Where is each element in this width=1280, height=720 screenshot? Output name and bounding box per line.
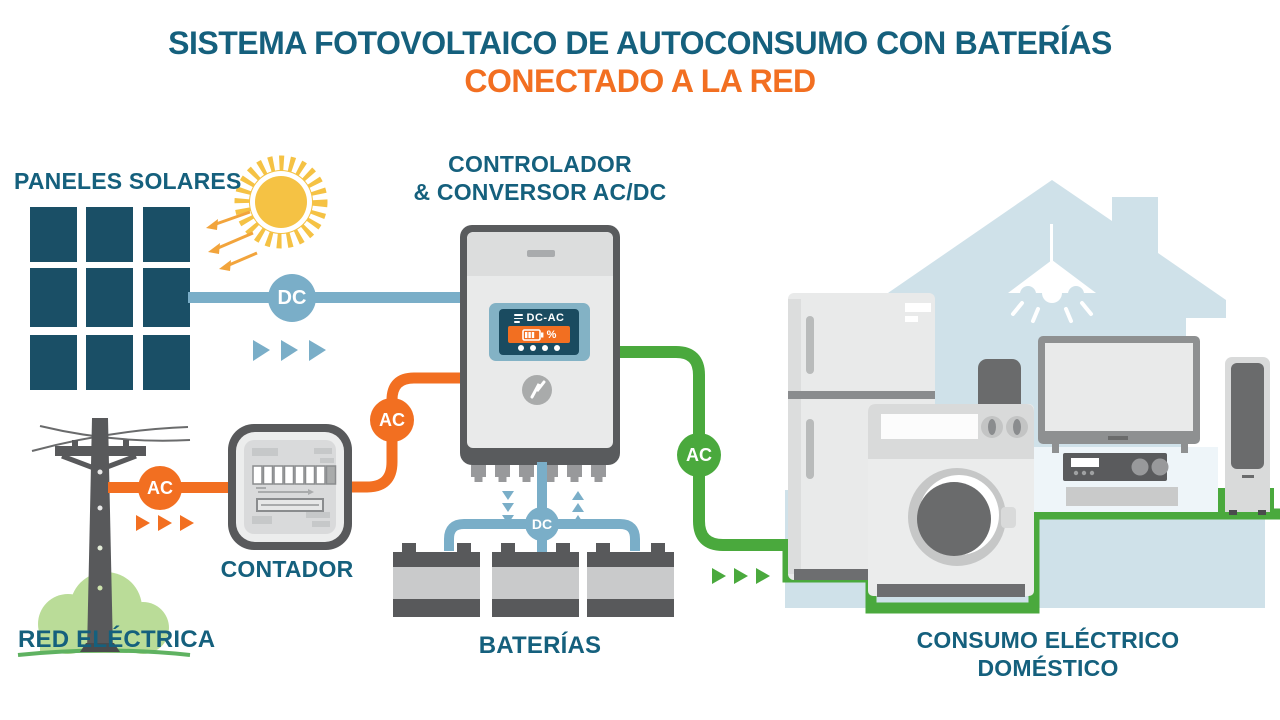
brand-logo-bolt — [522, 375, 552, 405]
battery-percent-text: % — [546, 328, 557, 341]
dc-badge-battery: DC — [525, 507, 559, 541]
label-consumption-line2: DOMÉSTICO — [977, 655, 1119, 681]
washing-machine — [868, 404, 1034, 597]
hamburger-icon — [513, 314, 523, 323]
controller-screen: DC-AC % — [499, 309, 579, 355]
meter-device — [228, 424, 352, 550]
ac-badge-grid: AC — [138, 466, 182, 510]
ac-badge-house: AC — [677, 433, 721, 477]
label-grid: RED ELÉCTRICA — [18, 626, 216, 653]
battery — [492, 543, 579, 617]
sun-icon — [206, 155, 328, 271]
solar-panel-array — [30, 207, 190, 390]
console-drawer — [1066, 487, 1178, 506]
label-meter: CONTADOR — [220, 556, 354, 582]
flow-arrows-orange — [136, 515, 194, 531]
label-batteries: BATERÍAS — [478, 632, 602, 659]
charge-discharge-arrows — [502, 491, 584, 524]
main-title-regular: SISTEMA FOTOVOLTAICO DE AUTOCONSUMO CON — [168, 25, 946, 61]
battery-bank — [393, 543, 674, 617]
battery — [587, 543, 674, 617]
flow-arrows-blue — [253, 340, 326, 361]
controller-terminals — [471, 465, 606, 482]
power-pole-icon — [31, 418, 191, 652]
battery — [393, 543, 480, 617]
pendant-lamp-icon — [1008, 224, 1096, 323]
label-controller: CONTROLADOR & CONVERSOR AC/DC — [390, 150, 690, 206]
label-consumption: CONSUMO ELÉCTRICO DOMÉSTICO — [900, 626, 1196, 682]
av-receiver — [1063, 453, 1169, 481]
flow-arrows-green — [712, 568, 770, 584]
battery-level-icon — [521, 328, 544, 341]
controller-display: DC-AC % — [489, 303, 590, 361]
battery-level-indicator: % — [508, 326, 570, 343]
speaker — [1225, 357, 1270, 515]
label-consumption-line1: CONSUMO ELÉCTRICO — [916, 627, 1180, 653]
detergent-bottle — [978, 359, 1021, 407]
dc-badge-panels: DC — [268, 274, 316, 322]
meter-digits — [252, 465, 337, 485]
subtitle: CONECTADO A LA RED — [464, 63, 816, 99]
dc-line-panels — [188, 292, 460, 361]
label-controller-line2: & CONVERSOR AC/DC — [413, 179, 667, 205]
television — [1038, 336, 1200, 453]
main-title-bold: BATERÍAS — [954, 25, 1113, 61]
label-solar-panels: PANELES SOLARES — [14, 168, 242, 194]
display-mode-text: DC-AC — [526, 312, 565, 324]
sun-ray-arrows — [206, 210, 258, 271]
electric-grid-scene — [17, 418, 191, 657]
display-dots — [518, 345, 560, 351]
ac-badge-meter: AC — [370, 398, 414, 442]
label-controller-line1: CONTROLADOR — [448, 151, 632, 177]
